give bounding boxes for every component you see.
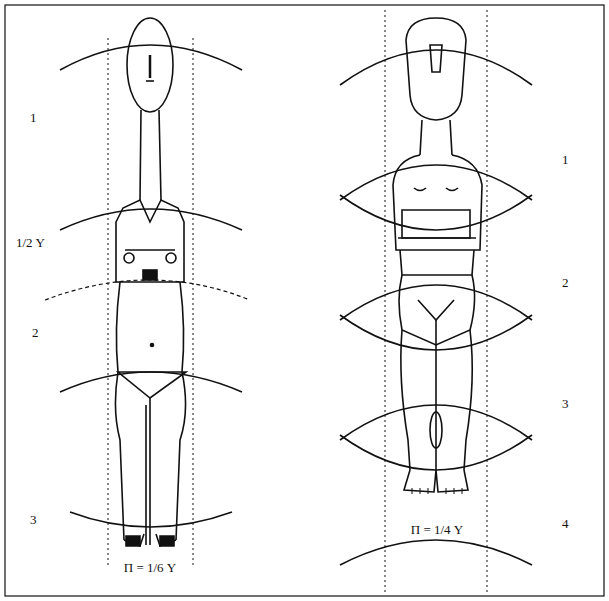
- left-guides: [45, 38, 250, 565]
- proportion-number: 3: [560, 396, 571, 411]
- left-figurine: [115, 18, 186, 546]
- right-figurine: [393, 18, 482, 494]
- proportion-number: 2: [560, 275, 571, 290]
- proportion-number: 2: [30, 325, 41, 340]
- module-formula: Π = 1/4 Y: [409, 522, 465, 537]
- proportion-number: 4: [560, 516, 571, 531]
- module-formula: Π = 1/6 Y: [122, 560, 178, 575]
- right-guides: [340, 10, 532, 592]
- frame: [5, 5, 604, 596]
- proportion-number: 3: [28, 512, 39, 527]
- proportion-number: 1: [28, 110, 39, 125]
- proportion-number: 1: [560, 152, 571, 167]
- proportion-mark: 1/2 Y: [14, 235, 47, 250]
